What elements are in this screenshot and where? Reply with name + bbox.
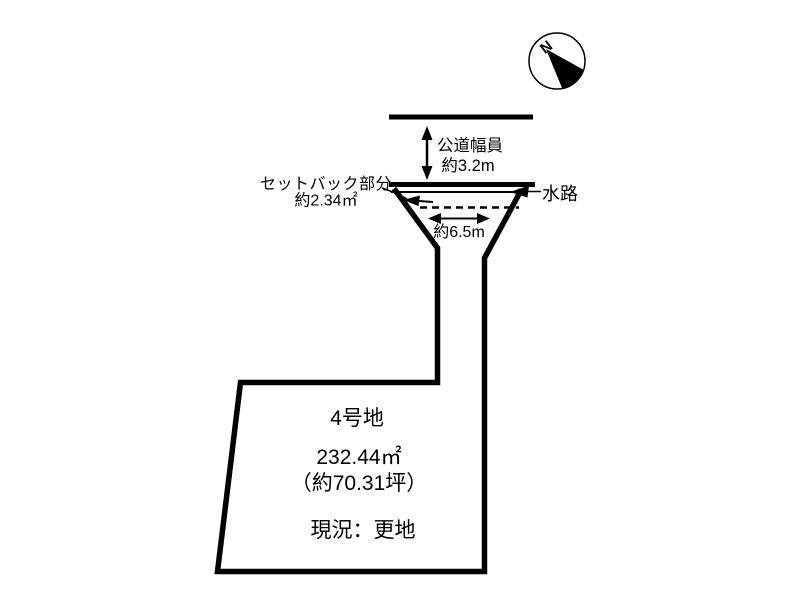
road-width-label-line2: 約3.2m: [441, 156, 494, 175]
arrow-left-head: [428, 213, 441, 224]
arrow-up-head: [421, 126, 433, 140]
lot-name: 4号地: [330, 407, 384, 430]
lot-area-tsubo: （約70.31坪）: [291, 472, 428, 495]
lot-status: 現況：更地: [311, 519, 416, 542]
waterway-label: 水路: [542, 184, 578, 204]
setback-arrow: [403, 195, 434, 206]
setback-label-line2: 約2.34㎡: [294, 192, 357, 210]
road-width-arrow: [421, 126, 433, 180]
compass-needle: [546, 49, 584, 88]
frontage-label: 約6.5m: [433, 223, 485, 241]
parcel-outline: [214, 186, 524, 575]
arrow-right-head: [477, 213, 490, 224]
lot-area-sqm: 232.44㎡: [316, 445, 401, 469]
setback-label-line1: セットバック部分: [260, 175, 392, 193]
arrow-down-head: [421, 166, 433, 180]
setback-leader-line: [381, 187, 408, 200]
road-width-label-line1: 公道幅員: [437, 136, 503, 155]
waterway-arrow: [510, 185, 541, 198]
frontage-arrow: [428, 213, 490, 224]
compass-icon: N: [528, 32, 586, 90]
